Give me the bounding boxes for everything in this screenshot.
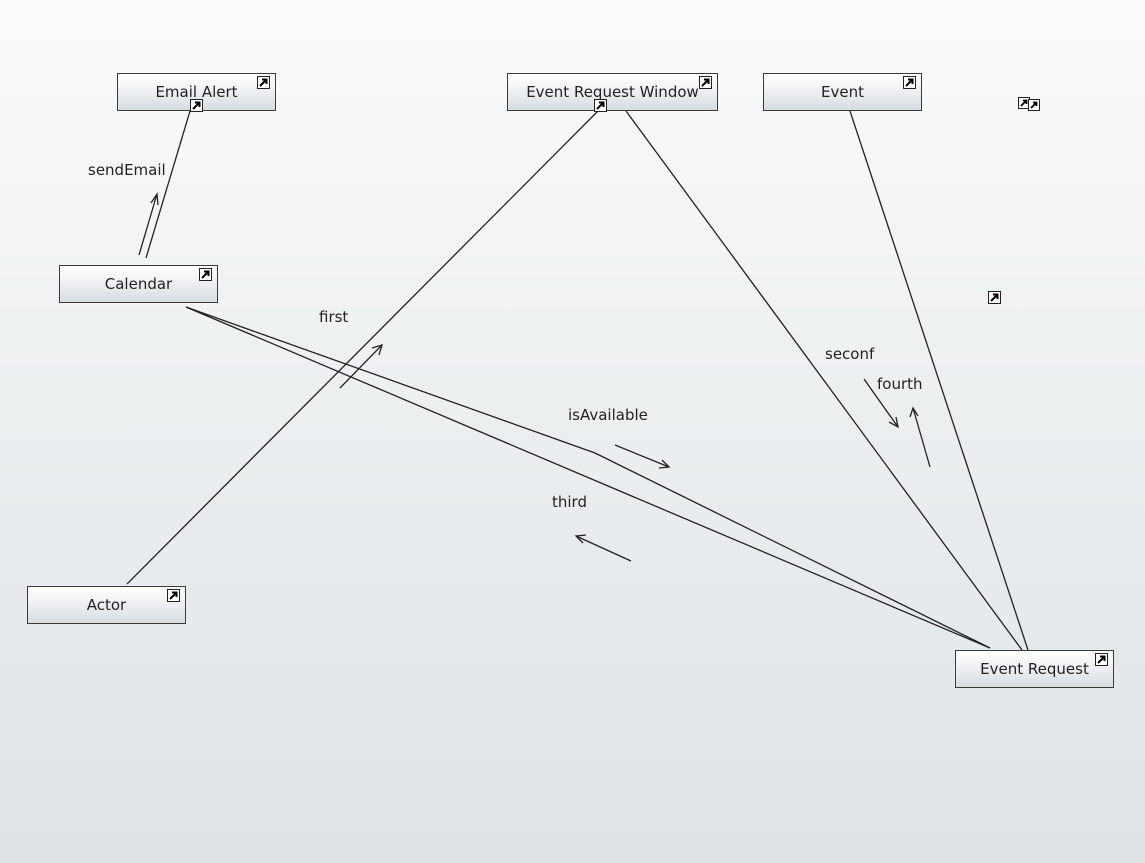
connection-event-event-request[interactable] xyxy=(849,110,1029,651)
message-label-sendemail: sendEmail xyxy=(88,161,166,179)
message-label-seconf: seconf xyxy=(825,345,875,363)
shortcut-arrow-icon[interactable] xyxy=(903,76,916,89)
node-event-request-label: Event Request xyxy=(980,660,1089,678)
message-arrow-third xyxy=(574,534,632,562)
message-arrow-first xyxy=(339,344,383,389)
node-event-request[interactable]: Event Request xyxy=(955,650,1114,688)
connector-anchor-icon[interactable] xyxy=(190,99,203,112)
message-arrow-fourth xyxy=(909,406,931,468)
node-event[interactable]: Event xyxy=(763,73,922,111)
node-actor-label: Actor xyxy=(86,596,127,614)
shortcut-arrow-icon[interactable] xyxy=(699,76,712,89)
connector-anchor-icon[interactable] xyxy=(594,99,607,112)
message-label-first: first xyxy=(319,308,349,326)
message-arrow-sendemail xyxy=(138,192,159,256)
connection-calendar-event-request-upper[interactable] xyxy=(185,306,991,649)
shortcut-arrow-icon[interactable] xyxy=(1095,653,1108,666)
connection-calendar-email-alert[interactable] xyxy=(145,110,191,259)
message-label-third: third xyxy=(552,493,587,511)
node-event-request-window-label: Event Request Window xyxy=(526,83,699,101)
node-calendar[interactable]: Calendar xyxy=(59,265,218,303)
message-label-isavailable: isAvailable xyxy=(568,406,648,424)
node-actor[interactable]: Actor xyxy=(27,586,186,624)
shortcut-arrow-icon[interactable] xyxy=(199,268,212,281)
connection-calendar-event-request-lower[interactable] xyxy=(185,306,991,649)
connection-actor-event-request-window[interactable] xyxy=(126,110,599,585)
message-label-fourth: fourth xyxy=(877,375,923,393)
node-calendar-label: Calendar xyxy=(104,275,173,293)
shortcut-arrow-icon[interactable] xyxy=(257,76,270,89)
shortcut-arrow-icon[interactable] xyxy=(167,589,180,602)
shortcut-arrow-icon[interactable] xyxy=(988,291,1001,304)
connection-event-request-window-event-request[interactable] xyxy=(625,110,1023,651)
message-arrow-isavailable xyxy=(614,444,671,469)
node-email-alert-label: Email Alert xyxy=(155,83,238,101)
linked-shortcuts-icon[interactable] xyxy=(1018,97,1042,112)
node-event-request-window[interactable]: Event Request Window xyxy=(507,73,718,111)
message-arrow-seconf xyxy=(863,378,899,429)
node-event-label: Event xyxy=(821,83,864,101)
